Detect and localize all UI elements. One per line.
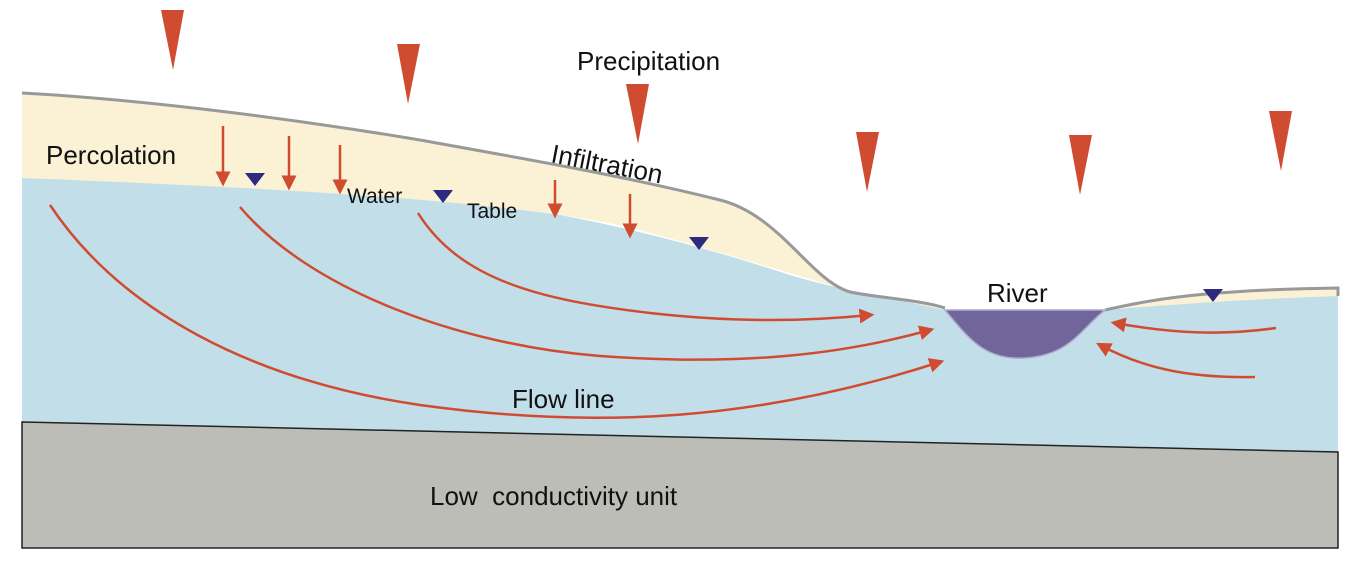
precipitation-drop-icon — [397, 44, 420, 104]
precipitation-drop-icon — [1269, 111, 1292, 171]
unsaturated-zone — [22, 93, 1338, 310]
water-table-icon — [433, 190, 453, 203]
ground-surface-line — [21, 91, 946, 310]
precipitation-drop-icon — [626, 84, 649, 144]
precipitation-drop-icon — [1069, 135, 1092, 195]
water-label: Water — [347, 185, 402, 208]
flow-line — [416, 212, 875, 324]
flow-lines — [48, 204, 1277, 420]
water-table-icon — [1203, 289, 1223, 302]
river-label: River — [987, 278, 1048, 308]
ground-surface-line-right — [1104, 286, 1340, 312]
flow-line — [239, 206, 935, 361]
water-table-icon — [689, 237, 709, 250]
percolation-label: Percolation — [46, 140, 176, 170]
flow-line-label: Flow line — [512, 384, 615, 414]
precipitation-drop-icon — [161, 10, 184, 70]
precipitation-arrows — [161, 10, 1292, 195]
flow-line — [1110, 317, 1277, 334]
water-table-markers — [245, 173, 1223, 302]
precipitation-drop-icon — [856, 132, 879, 192]
precipitation-label: Precipitation — [577, 46, 720, 76]
low-conductivity-unit — [21, 421, 1339, 549]
flow-line — [48, 204, 945, 420]
flow-line — [1096, 342, 1256, 379]
low-conductivity-label: Low conductivity unit — [430, 481, 678, 511]
river — [943, 309, 1108, 359]
water-table-icon — [245, 173, 265, 186]
percolation-arrows — [215, 126, 638, 239]
table-label: Table — [467, 200, 517, 223]
